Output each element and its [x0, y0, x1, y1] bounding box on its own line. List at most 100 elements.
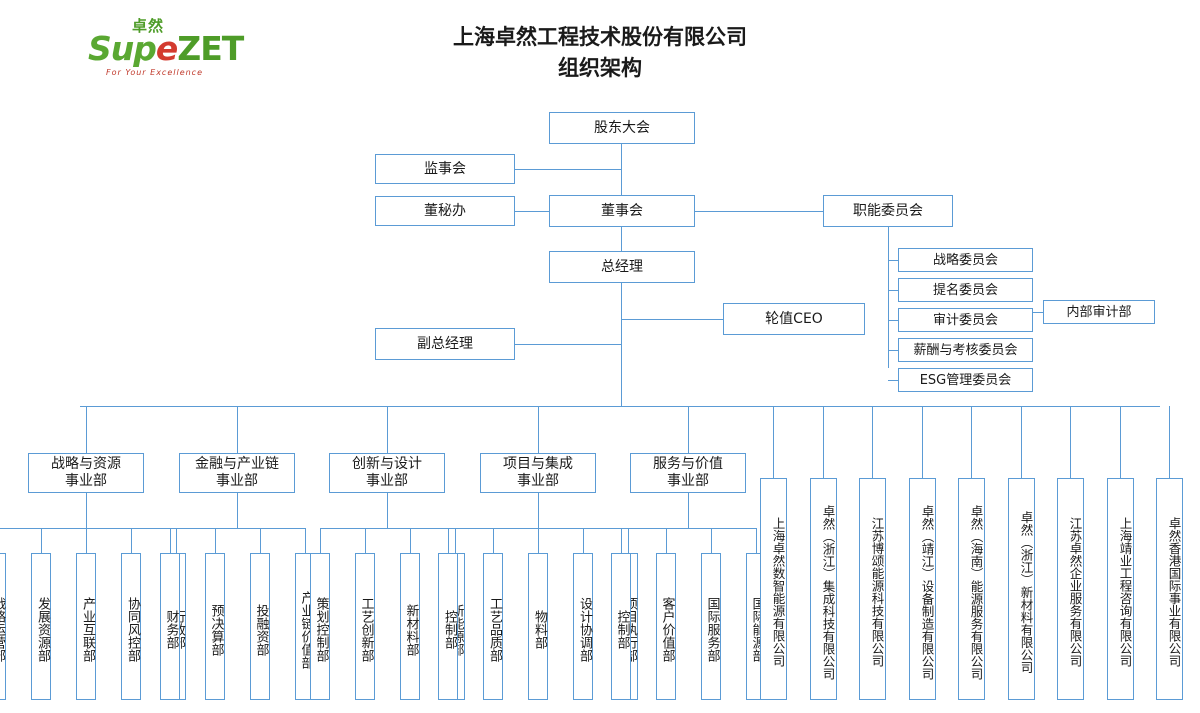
node-subsidiary-1[interactable]: 上海卓然数智能源有限公司: [759, 478, 787, 700]
connector-division-3-dept-1: [319, 528, 321, 553]
node-committee-4[interactable]: 薪酬与考核委员会: [898, 338, 1033, 362]
page-title: 上海卓然工程技术股份有限公司 组织架构: [300, 22, 900, 84]
connector-division-3-dept-4: [454, 528, 456, 553]
node-committee-5[interactable]: ESG管理委员会: [898, 368, 1033, 392]
node-deputy-general-manager[interactable]: 副总经理: [375, 328, 515, 360]
connector-supervisory-to-trunk: [515, 169, 621, 171]
node-subsidiary-2[interactable]: 卓然（浙江）集成科技有限公司: [809, 478, 837, 700]
node-department-1-3[interactable]: 产业互联部: [76, 553, 96, 700]
node-subsidiary-8[interactable]: 上海靖业工程咨询有限公司: [1106, 478, 1134, 700]
connector-division-2-dept-2: [214, 528, 216, 553]
node-department-3-2[interactable]: 工艺创新部: [354, 553, 375, 700]
main-bus-line: [80, 406, 1160, 408]
connector-division-5-dept-bus: [620, 528, 756, 530]
connector-committee-1: [888, 260, 898, 262]
node-rotating-ceo[interactable]: 轮值CEO: [723, 303, 865, 335]
connector-bus-to-subsidiary-5: [971, 406, 973, 478]
logo-wordmark-sup: Sup: [88, 29, 157, 68]
connector-division-5-stem: [688, 493, 690, 528]
node-department-5-3[interactable]: 国际服务部: [700, 553, 721, 700]
node-functional-committee[interactable]: 职能委员会: [823, 195, 953, 227]
node-department-4-3[interactable]: 物料部: [528, 553, 548, 700]
logo-tagline: For Your Excellence: [106, 68, 203, 77]
node-subsidiary-4[interactable]: 卓然（靖江）设备制造有限公司: [908, 478, 936, 700]
connector-bus-to-subsidiary-8: [1120, 406, 1122, 478]
connector-bus-to-division-3: [387, 406, 389, 453]
connector-gm-to-deputy: [515, 344, 621, 346]
connector-division-1-dept-bus: [0, 528, 176, 530]
connector-division-5-dept-3: [710, 528, 712, 553]
node-subsidiary-6[interactable]: 卓然（浙江）新材料有限公司: [1007, 478, 1035, 700]
connector-bus-to-division-2: [237, 406, 239, 453]
node-department-1-1[interactable]: 战略运营部: [0, 553, 6, 700]
node-subsidiary-3[interactable]: 江苏博颂能源科技有限公司: [858, 478, 886, 700]
node-division-1[interactable]: 战略与资源 事业部: [28, 453, 144, 493]
node-division-5[interactable]: 服务与价值 事业部: [630, 453, 746, 493]
connector-bus-to-subsidiary-2: [823, 406, 825, 478]
node-department-4-4[interactable]: 设计协调部: [573, 553, 593, 700]
node-department-4-2[interactable]: 工艺品质部: [483, 553, 503, 700]
node-committee-3[interactable]: 审计委员会: [898, 308, 1033, 332]
connector-division-1-dept-3: [86, 528, 88, 553]
node-internal-audit-department[interactable]: 内部审计部: [1043, 300, 1155, 324]
connector-division-4-stem: [538, 493, 540, 528]
connector-division-3-dept-3: [409, 528, 411, 553]
connector-committee-3: [888, 320, 898, 322]
company-logo: 卓然 SupeZET For Your Excellence: [88, 17, 258, 80]
connector-bus-to-division-4: [538, 406, 540, 453]
connector-division-4-dept-4: [583, 528, 585, 553]
connector-division-4-dept-2: [493, 528, 495, 553]
connector-secretary-to-board: [515, 211, 549, 213]
connector-bus-to-division-1: [86, 406, 88, 453]
node-department-2-2[interactable]: 预决算部: [204, 553, 225, 700]
node-division-4[interactable]: 项目与集成 事业部: [480, 453, 596, 493]
node-committee-1[interactable]: 战略委员会: [898, 248, 1033, 272]
connector-board-to-gm: [621, 227, 623, 251]
connector-bus-to-subsidiary-4: [922, 406, 924, 478]
connector-bus-to-subsidiary-6: [1021, 406, 1023, 478]
node-department-5-2[interactable]: 客户价值部: [655, 553, 676, 700]
node-department-2-1[interactable]: 财务部: [159, 553, 180, 700]
node-department-1-2[interactable]: 发展资源部: [31, 553, 51, 700]
connector-committee-spine: [888, 227, 890, 368]
node-department-2-3[interactable]: 投融资部: [249, 553, 270, 700]
connector-bus-to-subsidiary-1: [773, 406, 775, 478]
logo-wordmark-e: e: [155, 29, 178, 68]
connector-bus-to-subsidiary-9: [1169, 406, 1171, 478]
logo-wordmark-zet: ZET: [177, 29, 244, 68]
node-subsidiary-7[interactable]: 江苏卓然企业服务有限公司: [1056, 478, 1084, 700]
node-department-3-1[interactable]: 策划控制部: [309, 553, 330, 700]
node-department-4-1[interactable]: 控制部: [438, 553, 458, 700]
connector-division-1-dept-4: [131, 528, 133, 553]
node-department-3-3[interactable]: 新材料部: [399, 553, 420, 700]
company-name: 上海卓然工程技术股份有限公司: [453, 25, 747, 49]
connector-division-1-stem: [86, 493, 88, 528]
node-supervisory-board[interactable]: 监事会: [375, 154, 515, 184]
document-title: 组织架构: [558, 56, 642, 80]
connector-division-1-dept-5: [176, 528, 178, 553]
node-committee-2[interactable]: 提名委员会: [898, 278, 1033, 302]
connector-division-2-dept-4: [304, 528, 306, 553]
connector-committee-2: [888, 290, 898, 292]
node-division-3[interactable]: 创新与设计 事业部: [329, 453, 445, 493]
connector-gm-trunk: [621, 283, 623, 406]
node-shareholders-meeting[interactable]: 股东大会: [549, 112, 695, 144]
node-department-5-1[interactable]: 控制部: [610, 553, 631, 700]
node-subsidiary-9[interactable]: 卓然香港国际事业有限公司: [1155, 478, 1183, 700]
node-subsidiary-5[interactable]: 卓然（海南）能源服务有限公司: [957, 478, 985, 700]
node-department-1-4[interactable]: 协同风控部: [121, 553, 141, 700]
connector-bus-to-division-5: [688, 406, 690, 453]
connector-division-2-stem: [237, 493, 239, 528]
connector-division-4-dept-5: [628, 528, 630, 553]
logo-chinese-mark: 卓然: [132, 17, 165, 35]
node-board-of-directors[interactable]: 董事会: [549, 195, 695, 227]
node-division-2[interactable]: 金融与产业链 事业部: [179, 453, 295, 493]
connector-division-1-dept-2: [41, 528, 43, 553]
connector-division-4-dept-1: [448, 528, 450, 553]
connector-division-5-dept-4: [755, 528, 757, 553]
logo-wordmark: SupeZET: [88, 32, 258, 66]
connector-board-to-committee: [695, 211, 823, 213]
node-general-manager[interactable]: 总经理: [549, 251, 695, 283]
node-board-secretary-office[interactable]: 董秘办: [375, 196, 515, 226]
